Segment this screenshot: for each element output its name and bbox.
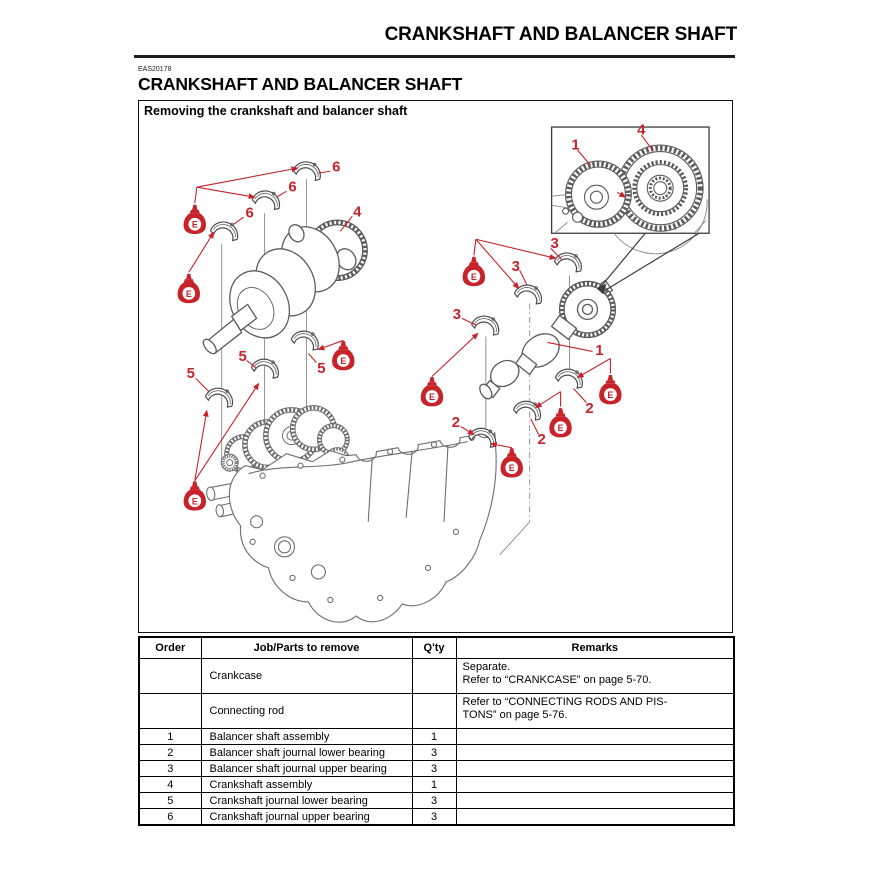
order-cell: 4: [138, 776, 202, 793]
section-code: EAS20178: [138, 66, 172, 73]
job-cell: Balancer shaft assembly: [200, 728, 413, 745]
table-row: Crankcase Separate.Refer to “CRANKCASE” o…: [138, 658, 735, 694]
callout-2: 2: [585, 400, 593, 417]
job-cell: Balancer shaft journal upper bearing: [200, 760, 413, 777]
qty-cell: [411, 658, 457, 694]
inset-box: [550, 126, 710, 255]
callout-3: 3: [512, 258, 520, 275]
job-cell: Crankshaft journal upper bearing: [200, 808, 413, 826]
callout-1: 1: [571, 137, 579, 154]
order-cell: 2: [138, 744, 202, 761]
callout-5: 5: [238, 348, 246, 365]
order-cell: [138, 693, 202, 729]
inset-pointer: [596, 232, 700, 295]
engine-oil-icon: [183, 481, 206, 511]
header-rule: [134, 55, 735, 58]
callout-6: 6: [288, 179, 296, 196]
callout-4: 4: [353, 204, 362, 221]
callout-6: 6: [332, 159, 340, 176]
qty-cell: 3: [411, 760, 457, 777]
callout-1: 1: [595, 342, 603, 359]
qty-cell: 3: [411, 792, 457, 809]
remarks-cell: [455, 760, 735, 777]
table-row: Connecting rod Refer to “CONNECTING RODS …: [138, 693, 735, 729]
engine-oil-icon: [500, 448, 523, 478]
remarks-cell: [455, 728, 735, 745]
remarks-cell: [455, 792, 735, 809]
callout-2: 2: [452, 414, 460, 431]
qty-cell: [411, 693, 457, 729]
job-cell: Crankshaft assembly: [200, 776, 413, 793]
qty-cell: 3: [411, 808, 457, 826]
section-title: CRANKSHAFT AND BALANCER SHAFT: [138, 74, 463, 94]
job-cell: Crankcase: [200, 658, 413, 694]
callout-4: 4: [637, 122, 646, 139]
column-header: Job/Parts to remove: [200, 636, 413, 659]
callout-5: 5: [187, 365, 195, 382]
engine-oil-icon: [420, 377, 444, 407]
engine-oil-icon: [177, 273, 201, 304]
qty-cell: 1: [411, 728, 457, 745]
remarks-cell: Separate.Refer to “CRANKCASE” on page 5-…: [455, 658, 735, 694]
column-header: Order: [138, 636, 202, 659]
callout-3: 3: [550, 235, 558, 252]
callout-5: 5: [317, 360, 325, 377]
figure-caption: Removing the crankshaft and balancer sha…: [144, 104, 408, 118]
job-cell: Connecting rod: [200, 693, 413, 729]
crankcase-art: [206, 432, 497, 623]
engine-oil-icon: [549, 408, 572, 438]
order-cell: [138, 658, 202, 694]
leader-lines: [188, 134, 654, 482]
exploded-view-diagram: E: [177, 122, 710, 623]
order-cell: 5: [138, 792, 202, 809]
callout-layer: 6 6 6 4 5 5 5 3 3 3 1 2 2 2 1 4: [187, 122, 646, 449]
engine-oil-icon: [599, 375, 622, 405]
remarks-cell: [455, 744, 735, 761]
callout-6: 6: [245, 205, 253, 222]
page-title: CRANKSHAFT AND BALANCER SHAFT: [384, 23, 738, 45]
column-header: Q'ty: [411, 636, 457, 659]
engine-oil-icon: [183, 204, 206, 235]
remarks-cell: Refer to “CONNECTING RODS AND PIS-TONS” …: [455, 693, 735, 729]
callout-3: 3: [453, 306, 461, 323]
order-cell: 3: [138, 760, 202, 777]
balancer-art: [479, 279, 617, 400]
crankshaft-art: [202, 219, 368, 355]
qty-cell: 3: [411, 744, 457, 761]
job-cell: Balancer shaft journal lower bearing: [200, 744, 413, 761]
order-cell: 6: [138, 808, 202, 826]
order-cell: 1: [138, 728, 202, 745]
remarks-cell: [455, 808, 735, 826]
figure-box: Removing the crankshaft and balancer sha…: [138, 100, 733, 633]
callout-2: 2: [537, 431, 545, 448]
engine-oil-icon: [462, 256, 486, 287]
engine-oil-icon: [332, 340, 355, 371]
job-cell: Crankshaft journal lower bearing: [200, 792, 413, 809]
qty-cell: 1: [411, 776, 457, 793]
column-header: Remarks: [455, 636, 735, 659]
remarks-cell: [455, 776, 735, 793]
